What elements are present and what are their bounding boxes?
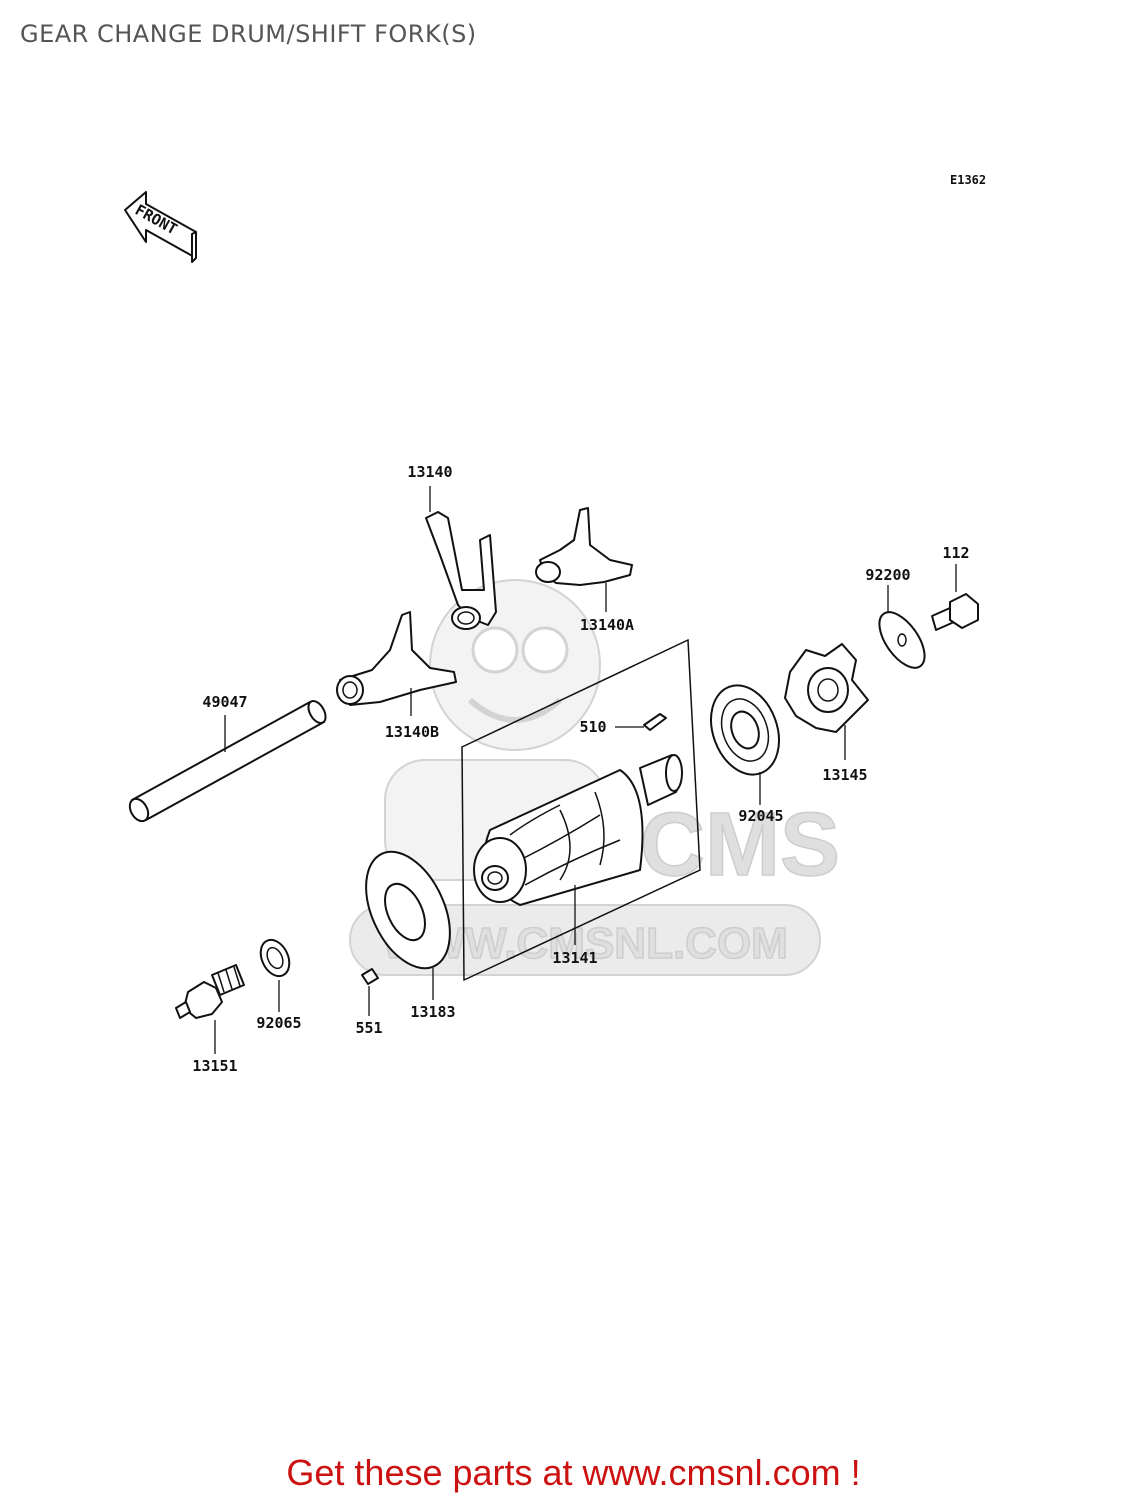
label-13140a: 13140A xyxy=(580,616,634,634)
label-13151: 13151 xyxy=(192,1057,237,1075)
front-arrow-icon: FRONT xyxy=(124,191,197,263)
label-13145: 13145 xyxy=(822,766,867,784)
label-92045: 92045 xyxy=(738,807,783,825)
label-13140b: 13140B xyxy=(385,723,439,741)
label-49047: 49047 xyxy=(202,693,247,711)
page-title: GEAR CHANGE DRUM/SHIFT FORK(S) xyxy=(20,20,477,48)
part-13140-shift-fork xyxy=(425,486,497,630)
part-112-bolt xyxy=(931,564,979,631)
label-13141: 13141 xyxy=(552,949,597,967)
part-510-pin xyxy=(615,713,667,731)
label-112: 112 xyxy=(942,544,969,562)
part-92200-washer xyxy=(878,585,926,669)
part-13151-switch xyxy=(175,964,245,1054)
part-13140a-shift-fork xyxy=(535,507,633,612)
part-49047-shaft xyxy=(128,700,327,823)
part-13140b-shift-fork xyxy=(336,611,457,716)
part-92065-gasket xyxy=(259,938,291,1012)
label-13183: 13183 xyxy=(410,1003,455,1021)
footer-promo-text: Get these parts at www.cmsnl.com ! xyxy=(286,1452,861,1493)
label-551: 551 xyxy=(355,1019,382,1037)
part-551-pin xyxy=(361,968,379,1016)
part-13145-pin-plate xyxy=(784,643,869,760)
part-13141-change-drum-group xyxy=(461,638,701,982)
label-92065: 92065 xyxy=(256,1014,301,1032)
label-92200: 92200 xyxy=(865,566,910,584)
part-13183-plate xyxy=(365,850,451,1000)
cmsnl-watermark: CMS WWW.CMSNL.COM xyxy=(349,579,841,976)
label-510: 510 xyxy=(579,718,606,736)
part-92045-bearing xyxy=(710,684,780,805)
watermark-brand: CMS xyxy=(640,795,840,895)
diagram-code: E1362 xyxy=(950,173,986,187)
label-13140: 13140 xyxy=(407,463,452,481)
